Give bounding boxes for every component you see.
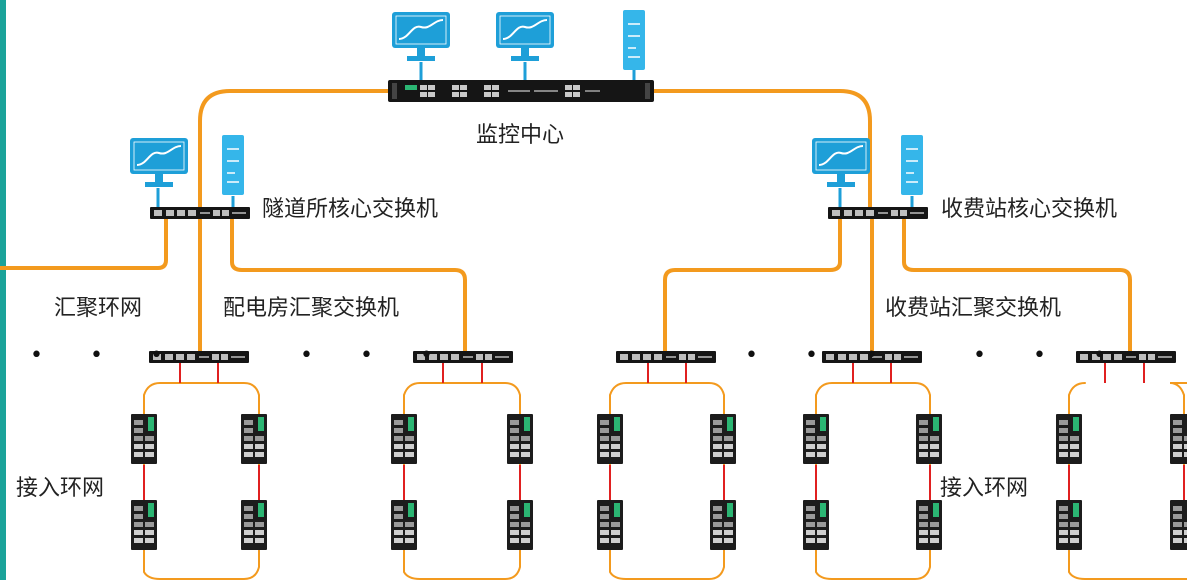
monitor-icon [811,137,871,188]
din-rail-switch-icon [803,500,829,550]
copper-links [143,360,1185,501]
din-rail-switch-icon [916,500,942,550]
access-ring-1 [143,382,260,580]
fiber-tunnel-core-to-left [0,214,168,270]
din-rail-switch-icon [1170,414,1187,464]
device-stems [156,62,914,208]
din-rail-switch-icon [1170,500,1187,550]
monitor-icon [129,137,189,188]
din-rail-switch-icon [1056,414,1082,464]
din-rail-switch-icon [241,500,267,550]
access-ring-5 [1068,382,1187,580]
access-ring-4 [815,382,931,580]
din-rail-switch-icon [507,414,533,464]
rack-switch-icon [388,80,654,102]
din-rail-switch-icon [803,414,829,464]
server-icon [221,134,245,196]
ellipsis-3: • • • [745,343,898,368]
switch-icon [149,206,251,220]
switch-icon [827,206,929,220]
din-rail-switch-icon [597,500,623,550]
accent-bar [0,0,6,580]
fiber-center-to-toll-core [650,89,872,210]
monitor-icon [391,11,451,62]
access-switches [131,414,1187,550]
label-substation-agg-switch: 配电房汇聚交换机 [223,296,400,321]
fiber-toll-core-to-agg1 [663,218,842,354]
label-toll-core-switch: 收费站核心交换机 [941,197,1118,222]
label-toll-agg-switch: 收费站汇聚交换机 [885,296,1062,321]
din-rail-switch-icon [391,414,417,464]
label-monitor-center: 监控中心 [476,123,565,148]
din-rail-switch-icon [507,500,533,550]
server-icon [622,9,646,71]
din-rail-switch-icon [131,414,157,464]
access-ring-3 [609,382,725,580]
ellipsis-1: • • • [30,343,183,368]
access-ring-2 [403,382,521,580]
din-rail-switch-icon [916,414,942,464]
label-aggregation-ring: 汇聚环网 [54,296,143,321]
din-rail-switch-icon [1056,500,1082,550]
din-rail-switch-icon [597,414,623,464]
ellipsis-2: • • • [300,343,453,368]
ellipsis-4: • • • [973,343,1126,368]
din-rail-switch-icon [241,414,267,464]
switch-icon [615,350,717,364]
fiber-links [0,89,1187,580]
access-ring-5-right [1169,382,1187,471]
din-rail-switch-icon [131,500,157,550]
label-tunnel-core-switch: 隧道所核心交换机 [262,197,439,222]
fiber-toll-core-to-agg3 [902,218,1132,354]
din-rail-switch-icon [710,500,736,550]
label-access-ring-right: 接入环网 [940,476,1029,501]
din-rail-switch-icon [710,414,736,464]
fiber-tunnel-core-to-substation [230,218,467,354]
access-rings [143,382,1187,580]
monitor-icon [495,11,555,62]
fiber-center-to-tunnel-core [198,89,392,210]
server-icon [900,134,924,196]
label-access-ring-left: 接入环网 [16,476,105,501]
din-rail-switch-icon [391,500,417,550]
